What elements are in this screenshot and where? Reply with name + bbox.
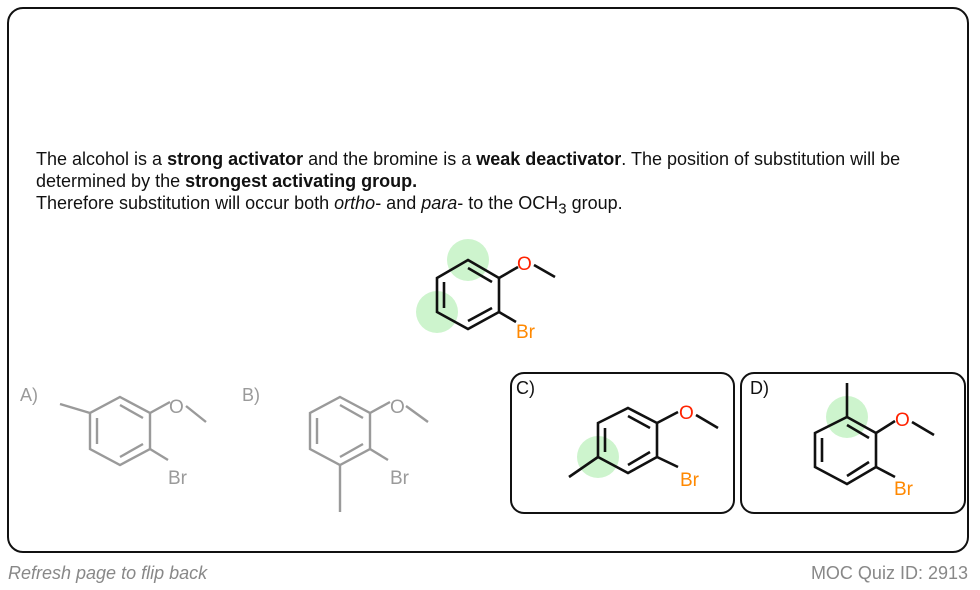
quiz-id: MOC Quiz ID: 2913 <box>810 563 968 583</box>
explanation-text: The alcohol is a strong activator and th… <box>36 149 901 218</box>
oxygen-label: O <box>895 410 910 431</box>
answer-card <box>7 7 969 553</box>
molecule-b <box>308 395 429 512</box>
bromine-label: Br <box>516 322 536 343</box>
option-a-label[interactable]: A) <box>20 385 38 405</box>
oxygen-label: O <box>517 254 532 275</box>
molecule-c <box>568 406 719 479</box>
bromine-label: Br <box>390 468 410 489</box>
molecule-a <box>59 395 207 467</box>
option-b-label[interactable]: B) <box>242 385 260 405</box>
molecule-d <box>813 383 935 486</box>
option-d-label[interactable]: D) <box>750 378 769 398</box>
bromine-label: Br <box>168 468 188 489</box>
highlight-circles <box>416 239 868 478</box>
oxygen-label: O <box>169 397 184 418</box>
bromine-label: Br <box>680 470 700 491</box>
flip-back-hint: Refresh page to flip back <box>8 563 208 583</box>
option-d-box[interactable] <box>740 372 966 514</box>
main-molecule <box>435 258 556 331</box>
option-c-label[interactable]: C) <box>516 378 535 398</box>
option-c-box[interactable] <box>510 372 735 514</box>
oxygen-label: O <box>390 397 405 418</box>
oxygen-label: O <box>679 403 694 424</box>
bromine-label: Br <box>894 479 914 500</box>
